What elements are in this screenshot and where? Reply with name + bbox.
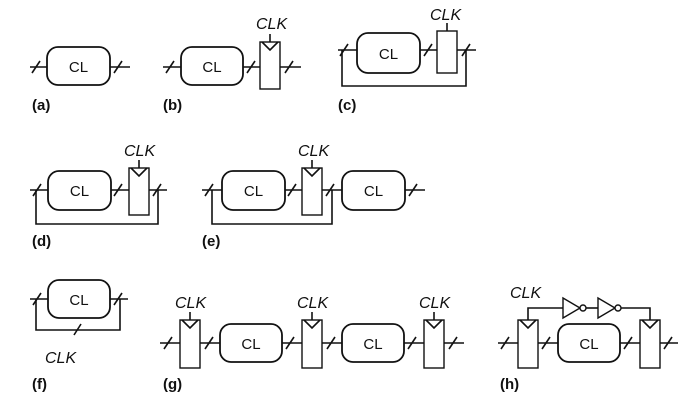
cl-text: CL xyxy=(241,336,260,353)
bus-slash xyxy=(284,60,294,74)
bus-slash xyxy=(204,183,214,197)
circuit-g: CLK CL CLK CL CLK (g) xyxy=(160,295,464,393)
cl-text: CL xyxy=(202,59,221,76)
logic-block xyxy=(341,170,406,211)
label-d: (d) xyxy=(32,233,51,250)
circuit-f: CL CLK (f) xyxy=(30,279,128,393)
clk-label: CLK xyxy=(419,295,451,312)
clk-label: CLK xyxy=(298,143,330,160)
clock-triangle xyxy=(303,167,321,178)
logic-block xyxy=(341,323,405,363)
bus-slash xyxy=(165,60,175,74)
label-a: (a) xyxy=(32,97,50,114)
bus-slash xyxy=(204,336,214,350)
label-e: (e) xyxy=(202,233,220,250)
clock-triangle xyxy=(130,167,148,178)
clk-label: CLK xyxy=(510,285,542,302)
bus-slash xyxy=(500,336,510,350)
label-c: (c) xyxy=(338,97,356,114)
feedback-wire xyxy=(211,190,333,225)
bus-slash xyxy=(408,183,418,197)
bus-slash xyxy=(113,183,123,197)
feedback-wire xyxy=(35,190,159,225)
cl-text: CL xyxy=(69,292,88,309)
logic-block xyxy=(46,46,111,86)
bus-slash xyxy=(32,183,42,197)
bus-slash xyxy=(32,292,42,306)
register xyxy=(436,30,458,74)
bus-slash xyxy=(325,183,335,197)
bus-slash xyxy=(163,336,173,350)
cl-text: CL xyxy=(579,336,598,353)
logic-block xyxy=(47,279,111,319)
clk-label: CLK xyxy=(175,295,207,312)
bus-slash xyxy=(285,336,295,350)
clock-triangle xyxy=(261,41,279,52)
logic-block xyxy=(221,170,286,211)
clock-triangle xyxy=(519,319,537,330)
inverter-buffer xyxy=(597,296,617,320)
bus-slash xyxy=(152,183,162,197)
bus-slash xyxy=(423,43,433,57)
bus-slash xyxy=(407,336,417,350)
bus-slash xyxy=(448,336,458,350)
bus-slash xyxy=(663,336,673,350)
circuit-h: CLK CL (h) xyxy=(498,285,678,393)
logic-block xyxy=(180,46,244,86)
bus-slash xyxy=(623,336,633,350)
circuit-e: CL CL CLK (e) xyxy=(202,143,425,250)
bus-slash xyxy=(113,60,123,74)
bus-slash xyxy=(287,183,297,197)
clk-label: CLK xyxy=(256,16,288,33)
bus-slash xyxy=(326,336,336,350)
bus-slash xyxy=(31,60,41,74)
circuit-b: CL CLK (b) xyxy=(163,16,301,114)
logic-block xyxy=(47,170,112,211)
clock-triangle xyxy=(303,319,321,330)
bus-slash xyxy=(246,60,256,74)
clk-label: CLK xyxy=(45,350,77,367)
logic-block xyxy=(557,323,621,363)
label-g: (g) xyxy=(163,376,182,393)
cl-text: CL xyxy=(363,336,382,353)
clk-label: CLK xyxy=(430,7,462,24)
clk-label: CLK xyxy=(297,295,329,312)
clock-triangle xyxy=(425,319,443,330)
label-h: (h) xyxy=(500,376,519,393)
feedback-wire xyxy=(341,50,467,87)
circuit-c: CL CLK (c) xyxy=(338,7,476,114)
label-b: (b) xyxy=(163,97,182,114)
register xyxy=(639,319,661,369)
clock-wire xyxy=(527,307,563,320)
cl-text: CL xyxy=(364,183,383,200)
logic-block xyxy=(356,32,421,74)
inverter-bubble xyxy=(579,304,587,312)
cl-text: CL xyxy=(70,183,89,200)
bus-slash xyxy=(541,336,551,350)
clk-label: CLK xyxy=(124,143,156,160)
clock-triangle xyxy=(181,319,199,330)
cl-text: CL xyxy=(244,183,263,200)
bus-slash xyxy=(113,292,123,306)
bus-slash xyxy=(73,323,82,336)
inverter-buffer xyxy=(562,296,582,320)
logic-block xyxy=(219,323,283,363)
cl-text: CL xyxy=(379,46,398,63)
circuit-d: CL CLK (d) xyxy=(30,143,167,250)
cl-text: CL xyxy=(69,59,88,76)
inverter-bubble xyxy=(614,304,622,312)
label-f: (f) xyxy=(32,376,47,393)
clock-triangle xyxy=(641,319,659,330)
clock-wire xyxy=(621,307,651,320)
circuit-a: CL (a) xyxy=(30,46,130,114)
